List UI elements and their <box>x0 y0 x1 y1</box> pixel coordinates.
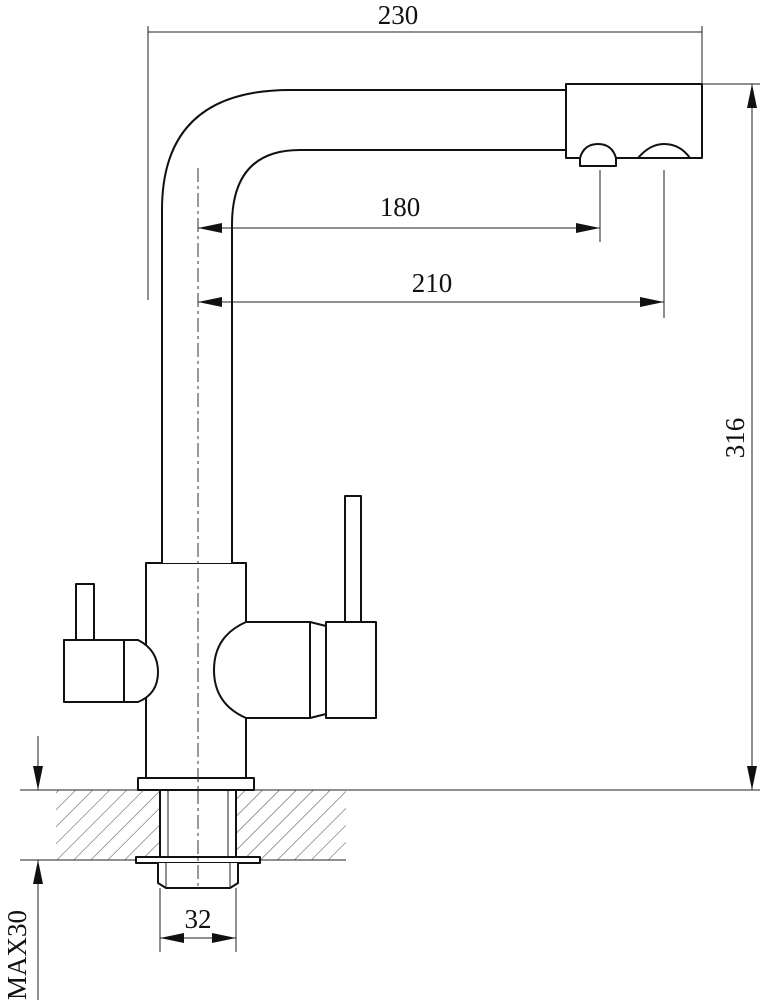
left-handle-lever <box>75 583 95 641</box>
countertop-section <box>20 789 760 861</box>
dimension-shank-diameter: 32 <box>159 888 237 952</box>
spout-tube <box>161 89 567 563</box>
label-overall-width: 230 <box>378 0 419 30</box>
label-outlet-2-reach: 210 <box>412 268 453 298</box>
dimension-overall-width: 230 <box>147 0 703 300</box>
countertop-hatch-right <box>236 790 346 860</box>
left-handle-hub <box>63 639 125 703</box>
spout-head <box>565 83 703 167</box>
right-handle <box>213 495 377 719</box>
label-shank-diameter: 32 <box>185 904 212 934</box>
dimension-max-thickness: MAX30 <box>2 736 43 1000</box>
base-flange <box>137 777 255 791</box>
label-max-thickness: MAX30 <box>2 910 32 1000</box>
right-handle-dome <box>213 621 311 719</box>
dimension-outlet-2-reach: 210 <box>198 170 665 318</box>
dimension-height: 316 <box>702 83 760 790</box>
outlet-mixed-water <box>637 143 691 159</box>
label-outlet-1-reach: 180 <box>380 192 421 222</box>
right-handle-hub <box>325 621 377 719</box>
countertop-hatch-left <box>56 790 160 860</box>
right-handle-ring <box>309 621 327 719</box>
label-height: 316 <box>720 418 750 459</box>
left-handle-dome <box>123 639 159 703</box>
outlet-filtered-water <box>579 143 617 167</box>
left-handle <box>63 583 159 703</box>
right-handle-lever <box>344 495 362 623</box>
dimension-outlet-1-reach: 180 <box>198 170 601 242</box>
